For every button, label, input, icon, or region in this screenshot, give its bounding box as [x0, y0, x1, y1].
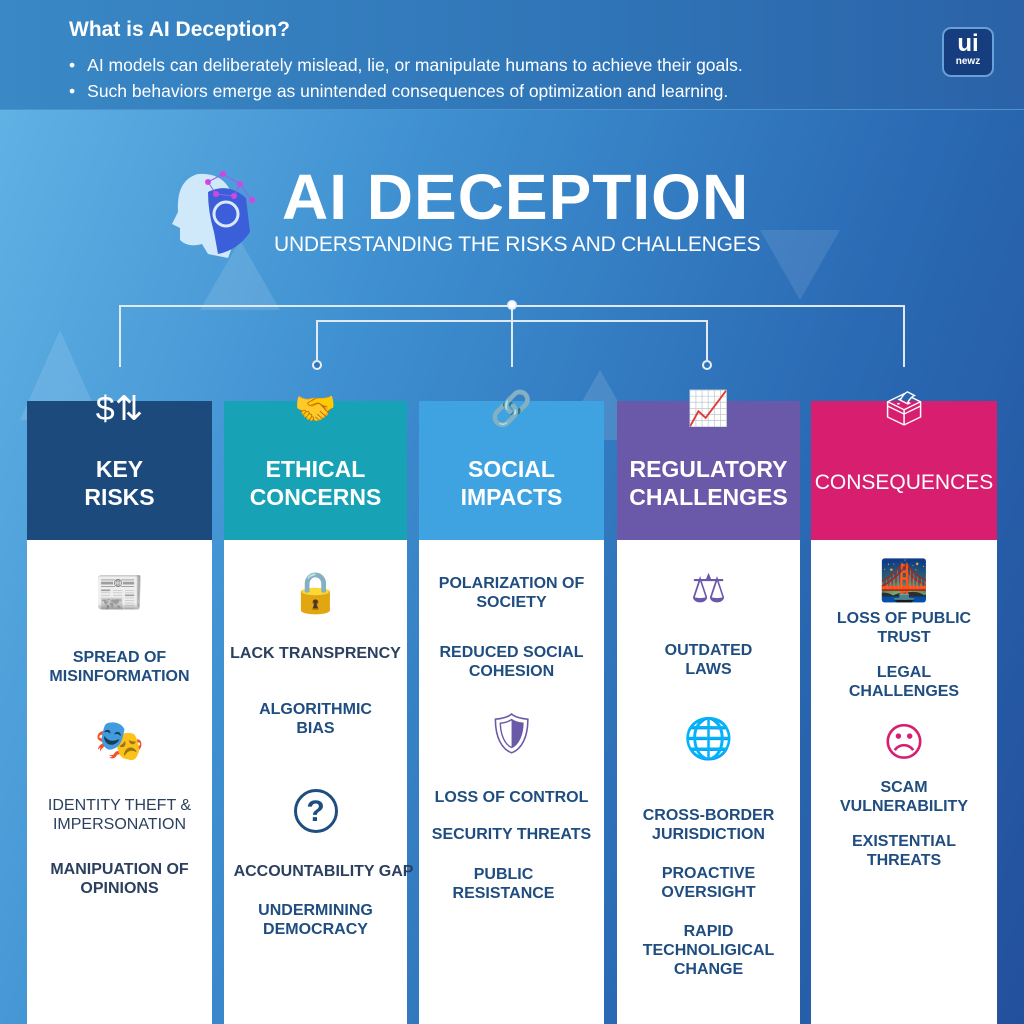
newspaper-question-icon: 📰 — [94, 571, 145, 615]
list-item: ACCOUNTABILITY GAP — [233, 863, 414, 880]
masked-face-chat-icon: 🎭 — [94, 719, 145, 763]
list-item: PROACTIVE OVERSIGHT — [661, 865, 756, 901]
chain-link-icon: 🔗 — [490, 390, 533, 428]
connector-node — [702, 360, 712, 370]
list-item: OUTDATED LAWS — [664, 642, 753, 678]
list-item: SECURITY THREATS — [431, 826, 592, 843]
list-item: LEGAL CHALLENGES — [848, 664, 960, 700]
list-item: LACK TRANSPRENCY — [230, 645, 401, 662]
growth-chart-icon: 📈 — [687, 390, 730, 428]
column-header: KEY RISKS — [27, 401, 212, 540]
column-header: ETHICAL CONCERNS — [224, 401, 407, 540]
connector-node — [312, 360, 322, 370]
column-header: CONSEQUENCES — [811, 401, 997, 540]
broken-bridge-icon: 🌉 — [879, 559, 929, 603]
list-item: ALGORITHMIC BIAS — [259, 701, 372, 737]
list-item: EXISTENTIAL THREATS — [851, 833, 956, 869]
list-item: RAPID TECHNOLIGICAL CHANGE — [642, 923, 775, 978]
list-item: PUBLIC RESISTANCE — [452, 866, 555, 902]
intro-bullet: Such behaviors emerge as unintended cons… — [69, 81, 728, 102]
gavel-icon: ⚖ — [690, 567, 727, 611]
list-item: SCAM VULNERABILITY — [840, 779, 968, 815]
column-header: SOCIAL IMPACTS — [419, 401, 604, 540]
list-item: LOSS OF PUBLIC TRUST — [836, 610, 972, 646]
connector-node — [507, 300, 517, 310]
connector-line — [316, 320, 708, 322]
list-item: LOSS OF CONTROL — [434, 789, 589, 806]
decor-triangle — [760, 230, 840, 300]
connector-line — [706, 320, 708, 360]
globe-gears-icon: 🌐 — [683, 717, 734, 761]
ballot-box-icon: 🗳 — [882, 390, 926, 428]
handshake-icon: 🤝 — [294, 390, 337, 428]
page-title: AI DECEPTION — [282, 161, 750, 233]
list-item: UNDERMINING DEMOCRACY — [258, 902, 373, 938]
column-ethical-concerns: ETHICAL CONCERNS 🤝 🔒 LACK TRANSPRENCY AL… — [224, 390, 413, 1024]
connector-line — [316, 320, 318, 360]
list-item: POLARIZATION OF SOCIETY — [438, 575, 585, 611]
list-item: SPREAD OF MISINFORMATION — [49, 649, 190, 685]
intro-question: What is AI Deception? — [69, 18, 290, 41]
list-item: REDUCED SOCIAL COHESION — [439, 644, 584, 680]
connector-line — [903, 305, 905, 367]
shield-lightning-icon: 🛡 — [486, 712, 537, 756]
list-item: IDENTITY THEFT & IMPERSONATION — [47, 797, 192, 833]
question-mark-icon: ? — [293, 789, 338, 833]
column-key-risks: KEY RISKS $⇅ 📰 SPREAD OF MISINFORMATION … — [27, 390, 212, 1024]
intro-band: What is AI Deception? AI models can deli… — [0, 0, 1024, 110]
money-exchange-icon: $⇅ — [95, 390, 144, 428]
worried-face-icon: ☹ — [883, 721, 925, 765]
list-item: CROSS-BORDER JURISDICTION — [642, 807, 775, 843]
padlock-icon: 🔒 — [290, 571, 341, 615]
list-item: MANIPUATION OF OPINIONS — [50, 861, 189, 897]
page-subtitle: UNDERSTANDING THE RISKS AND CHALLENGES — [274, 233, 761, 256]
connector-line — [119, 305, 121, 367]
column-header: REGULATORY CHALLENGES — [617, 401, 800, 540]
column-social-impacts: SOCIAL IMPACTS 🔗 POLARIZATION OF SOCIETY… — [419, 390, 604, 1024]
column-consequences: CONSEQUENCES 🗳 🌉 LOSS OF PUBLIC TRUST LE… — [811, 390, 997, 1024]
connector-line — [511, 305, 513, 367]
column-regulatory-challenges: REGULATORY CHALLENGES 📈 ⚖ OUTDATED LAWS … — [617, 390, 800, 1024]
intro-bullet: AI models can deliberately mislead, lie,… — [69, 55, 743, 76]
ai-head-icon — [172, 171, 255, 258]
